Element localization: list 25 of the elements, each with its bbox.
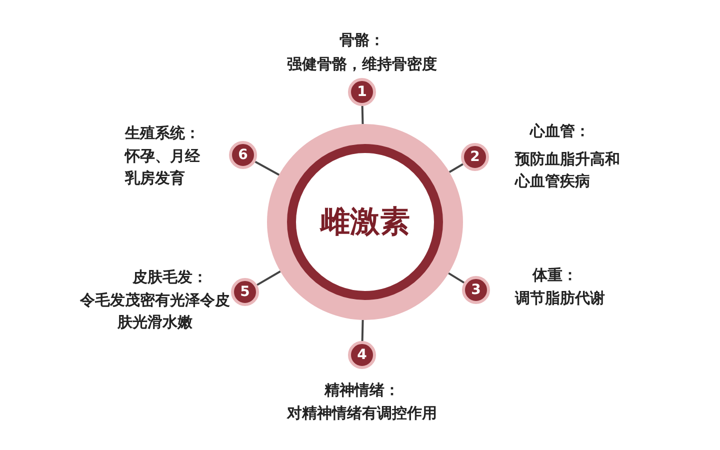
effect-text: 令毛发茂密有光泽令皮肤光滑水嫩	[80, 290, 230, 333]
effect-text: 怀孕、月经乳房发育	[125, 146, 201, 189]
topic-heading: 骨骼：	[338, 30, 386, 51]
connector-line	[361, 320, 364, 342]
connector-line	[361, 106, 364, 124]
number-badge: 4	[348, 341, 376, 369]
number-badge: 2	[461, 143, 489, 171]
topic-heading: 体重：	[531, 265, 578, 286]
topic-heading: 皮肤毛发：	[131, 267, 208, 288]
number-badge: 3	[462, 276, 490, 304]
number-badge: 1	[348, 78, 376, 106]
connector-line	[448, 272, 465, 284]
effect-text: 对精神情绪有调控作用	[286, 403, 438, 424]
connector-line	[256, 270, 281, 286]
number-badge: 5	[231, 278, 259, 306]
effect-text: 预防血脂升高和心血管疾病	[515, 149, 621, 192]
center-title: 雌激素	[318, 204, 411, 242]
connector-line	[254, 160, 280, 176]
effect-text: 强健骨骼，维持骨密度	[286, 54, 438, 75]
connector-line	[448, 163, 464, 173]
topic-heading: 精神情绪：	[323, 380, 400, 401]
topic-heading: 生殖系统：	[125, 123, 201, 144]
topic-heading: 心血管：	[528, 121, 591, 142]
number-badge: 6	[229, 141, 257, 169]
effect-text: 调节脂肪代谢	[514, 288, 606, 309]
